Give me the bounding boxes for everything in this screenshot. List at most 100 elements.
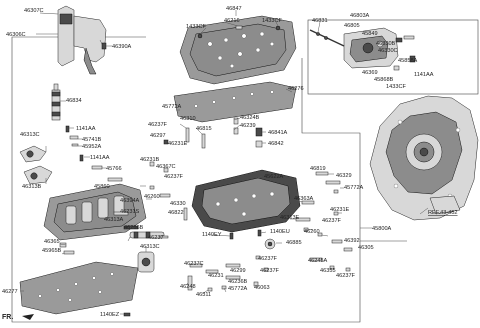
label-46248: 46248 — [180, 284, 196, 290]
label-46355: 46355 — [320, 268, 336, 274]
bolt-1140EU — [257, 229, 262, 237]
label-46305: 46305 — [358, 245, 374, 251]
label-46310: 46310 — [180, 116, 196, 122]
spool-46299 — [225, 263, 241, 268]
label-46367C: 46367C — [156, 164, 176, 170]
label-46299: 46299 — [230, 268, 246, 274]
label-1141AA-a: 1141AA — [414, 72, 434, 78]
pin-45952A — [71, 143, 79, 147]
label-46313A: 46313A — [104, 217, 124, 223]
main-valve-body-45622A — [191, 169, 301, 233]
label-46363A: 46363A — [294, 196, 314, 202]
label-45860: 45860 — [94, 184, 110, 190]
bolt-1141AA-c — [79, 154, 84, 162]
label-45849: 45849 — [362, 31, 378, 37]
label-46231S: 46231S — [120, 209, 140, 215]
label-45952A: 45952A — [82, 144, 102, 150]
label-1141AA-b: 1141AA — [76, 126, 96, 132]
label-46313C-b: 46313C — [140, 244, 160, 250]
label-46841A: 46841A — [268, 130, 288, 136]
part-labels: 46307C 46306C 46390A 46847 1433CF 46216 … — [2, 6, 458, 321]
label-45766: 45766 — [106, 166, 122, 172]
label-46805: 46805 — [344, 23, 360, 29]
label-46831: 46831 — [312, 18, 328, 24]
label-46276: 46276 — [288, 86, 304, 92]
label-46394A: 46394A — [120, 198, 140, 204]
filter-46841A — [255, 127, 263, 137]
label-fr: FR. — [2, 314, 13, 321]
pin-46237F-f — [345, 267, 351, 272]
lower-valve-body-45860 — [43, 183, 147, 241]
label-46245A: 46245A — [308, 258, 328, 264]
pin-45772A-c — [221, 285, 227, 290]
bolt-1433CF-b — [275, 25, 281, 31]
solenoid-valve-46307C — [57, 5, 107, 75]
label-46307C: 46307C — [24, 8, 44, 14]
separator-plate-46276 — [173, 81, 297, 123]
plug-46216 — [235, 25, 243, 30]
label-46324B: 46324B — [240, 115, 260, 121]
label-46330B: 46330B — [376, 41, 396, 47]
bolt-1140EZ — [123, 312, 131, 317]
label-1140EY: 1140EY — [202, 232, 222, 238]
bolt-1141AA-b — [65, 125, 70, 133]
label-45772A-c: 45772A — [228, 286, 248, 292]
valve-46330 — [159, 193, 171, 198]
reference-link-43-452[interactable]: REF.43-452 — [428, 210, 458, 216]
valve-46245A — [309, 257, 323, 262]
label-46260-b: 46260 — [304, 229, 320, 235]
label-46313B: 46313B — [22, 184, 42, 190]
valve-46392 — [331, 239, 343, 244]
label-46329: 46329 — [336, 173, 352, 179]
spool-46231S — [113, 211, 129, 216]
label-1433CF-b: 1433CF — [262, 18, 282, 24]
main-assembly-frame — [11, 36, 407, 323]
label-46330: 46330 — [170, 201, 186, 207]
valve-46363A — [301, 200, 315, 205]
label-46237F-c: 46237F — [322, 218, 342, 224]
bolt-46390A — [101, 42, 107, 50]
label-45868B: 45868B — [374, 77, 394, 83]
pin-46237F-d — [255, 255, 261, 260]
label-46236B: 46236B — [228, 279, 248, 285]
solenoid-46313C-a — [19, 145, 47, 163]
spool-46231 — [205, 269, 219, 274]
label-45965B: 45965B — [42, 248, 62, 254]
label-45741B: 45741B — [82, 137, 102, 143]
bolt-1140EY — [229, 232, 234, 240]
valve-46822 — [183, 207, 188, 221]
label-46822: 46822 — [168, 210, 184, 216]
valve-46815 — [201, 133, 206, 149]
transmission-case-45800A — [369, 95, 479, 221]
label-1433CF-c: 1433CF — [386, 84, 406, 90]
label-46365: 46365 — [44, 239, 60, 245]
label-46306C: 46306C — [6, 32, 26, 38]
label-46390A: 46390A — [112, 44, 132, 50]
pin-46260-a — [149, 185, 155, 190]
label-46392: 46392 — [344, 238, 360, 244]
label-45800A: 45800A — [372, 226, 392, 232]
pin-46355 — [329, 265, 335, 270]
label-46216: 46216 — [224, 18, 240, 24]
sub-assembly-box-46803A — [307, 19, 479, 95]
label-1140EZ: 1140EZ — [100, 312, 120, 318]
valve-46313E — [295, 217, 311, 222]
solenoid-46313B — [23, 165, 53, 185]
label-46260-a: 46260 — [144, 194, 160, 200]
valve-46834 — [51, 83, 61, 121]
label-46231B: 46231B — [140, 157, 160, 163]
spool-46236B — [225, 275, 241, 280]
label-1433CF-a: 1433CF — [186, 24, 206, 30]
valve-46324B — [233, 117, 239, 125]
valve-46239 — [233, 127, 239, 135]
label-46277: 46277 — [2, 289, 18, 295]
label-46237F-f: 46237F — [336, 273, 356, 279]
valve-46305 — [343, 247, 353, 252]
assembly-bracket-46800 — [301, 58, 361, 241]
plug-46367C — [163, 167, 169, 173]
pin-46260-b — [303, 227, 309, 232]
label-46297: 46297 — [150, 133, 166, 139]
valve-46237C — [189, 263, 203, 268]
label-46369: 46369 — [362, 70, 378, 76]
valve-46394A — [107, 177, 123, 182]
